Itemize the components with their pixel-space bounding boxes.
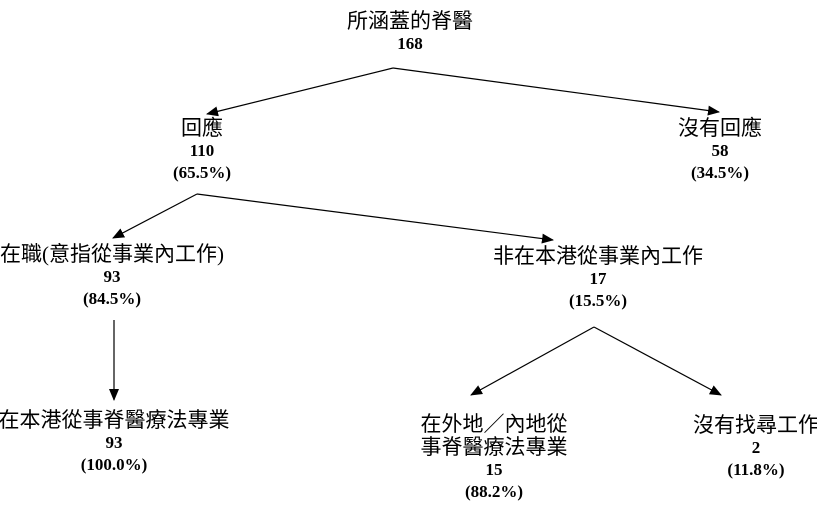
node-label: 在本港從事脊醫療法專業 — [0, 408, 230, 432]
node-percentage: (88.2%) — [464, 482, 524, 501]
node-percentage: (65.5%) — [172, 163, 232, 182]
node-not-working-in-hk: 非在本港從事業內工作 17 (15.5%) — [493, 245, 703, 312]
node-label-line2: 事脊醫療法專業 — [420, 435, 568, 459]
node-label: 沒有回應 — [678, 116, 762, 140]
node-count: 15 — [485, 460, 503, 479]
node-count: 168 — [397, 34, 423, 53]
node-label-line1: 在外地／內地從 — [420, 412, 568, 436]
node-employed-in-profession: 在職(意指從事業內工作) 93 (84.5%) — [0, 243, 224, 310]
node-not-seeking-work: 沒有找尋工作 2 (11.8%) — [693, 414, 817, 481]
node-label: 所涵蓋的脊醫 — [347, 9, 473, 33]
node-percentage: (11.8%) — [727, 460, 785, 479]
node-count: 93 — [105, 433, 123, 452]
node-label: 在職(意指從事業內工作) — [0, 242, 224, 266]
node-count: 93 — [103, 267, 121, 286]
arrow-not-in-hk-to-no-job-search — [593, 326, 722, 396]
node-count: 2 — [751, 438, 761, 457]
node-percentage: (34.5%) — [690, 163, 750, 182]
arrow-root-to-no-response — [392, 67, 720, 116]
arrow-not-in-hk-to-practice-abroad — [470, 326, 595, 396]
node-label: 沒有找尋工作 — [693, 413, 817, 437]
node-percentage: (100.0%) — [80, 455, 148, 474]
node-no-response: 沒有回應 58 (34.5%) — [678, 117, 762, 184]
node-responded: 回應 110 (65.5%) — [173, 117, 231, 184]
arrow-root-to-response — [206, 67, 394, 117]
arrow-response-to-employed — [112, 193, 198, 239]
node-practicing-abroad-mainland: 在外地／內地從 事脊醫療法專業 15 (88.2%) — [421, 413, 568, 503]
node-count: 17 — [589, 269, 607, 288]
node-covered-chiropractors: 所涵蓋的脊醫 168 — [347, 10, 473, 55]
node-count: 110 — [189, 141, 215, 160]
node-label: 非在本港從事業內工作 — [493, 244, 703, 268]
node-label: 回應 — [180, 116, 223, 140]
node-count: 58 — [711, 141, 729, 160]
arrow-response-to-not-in-hk — [196, 193, 554, 244]
node-percentage: (84.5%) — [82, 289, 142, 308]
node-percentage: (15.5%) — [568, 291, 628, 310]
node-practicing-in-hk: 在本港從事脊醫療法專業 93 (100.0%) — [0, 409, 230, 476]
